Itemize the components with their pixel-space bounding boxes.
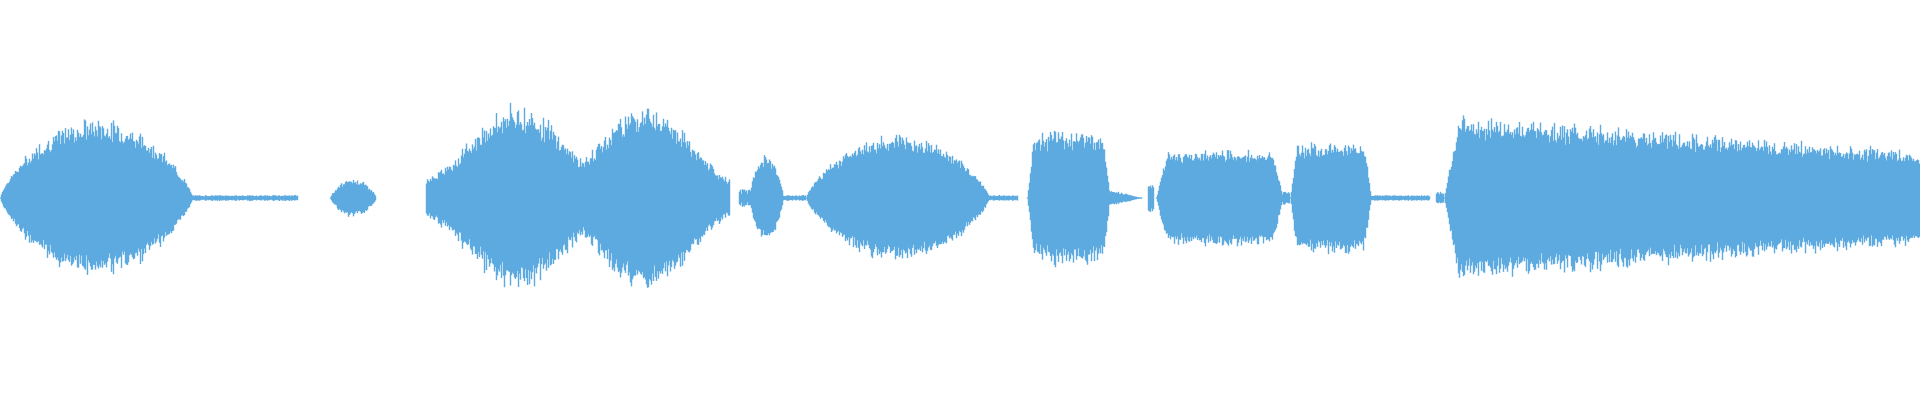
waveform-path bbox=[0, 103, 1920, 288]
waveform-bars bbox=[0, 103, 1920, 288]
